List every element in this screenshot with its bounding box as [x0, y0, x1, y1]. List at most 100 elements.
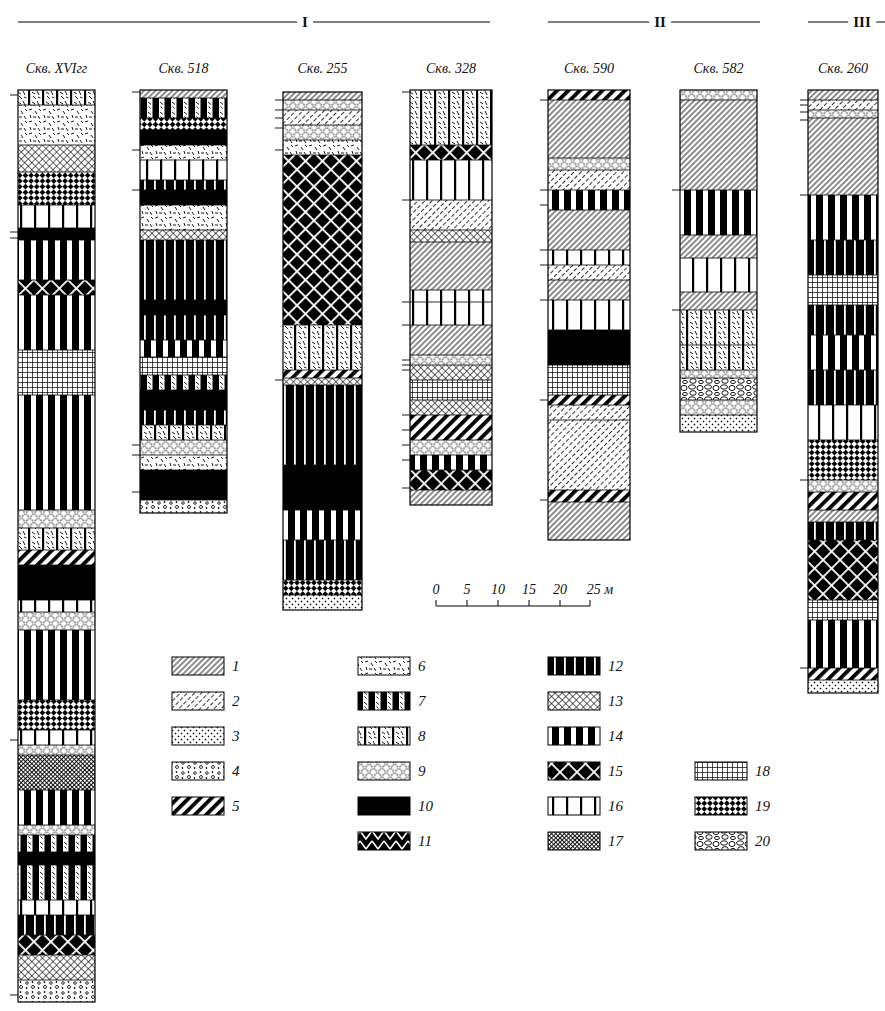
legend-swatch — [172, 692, 224, 710]
legend-number: 11 — [418, 833, 432, 849]
legend-number: 2 — [232, 693, 240, 709]
rock-layer — [18, 900, 95, 915]
rock-layer — [140, 180, 227, 190]
borehole-logs — [10, 90, 878, 1002]
legend-swatch — [695, 832, 747, 850]
column-outline — [18, 90, 95, 1002]
borehole-column: Скв. 582 — [680, 60, 757, 432]
rock-layer — [18, 755, 95, 790]
rock-layer — [808, 600, 878, 620]
rock-layer — [283, 465, 362, 510]
rock-layer — [283, 510, 362, 540]
legend-swatch — [548, 727, 600, 745]
rock-layer — [18, 980, 95, 1002]
rock-layer — [548, 395, 630, 405]
rock-layer — [548, 330, 630, 365]
rock-layer — [18, 280, 95, 295]
legend-swatch — [548, 657, 600, 675]
group-number: I — [297, 14, 313, 30]
group-number: II — [649, 14, 671, 30]
scale-value: 10 — [488, 582, 508, 598]
rock-layer — [140, 440, 227, 455]
rock-layer — [808, 370, 878, 405]
rock-layer — [548, 265, 630, 280]
well-name: Скв. 255 — [283, 60, 362, 78]
rock-layer — [548, 170, 630, 190]
column-outline — [140, 90, 227, 513]
rock-layer — [140, 240, 227, 300]
legend-swatch — [548, 832, 600, 850]
rock-layer — [140, 190, 227, 205]
scale-value: 20 — [550, 582, 570, 598]
rock-layer — [18, 240, 95, 280]
rock-layer — [140, 357, 227, 375]
legend-number: 10 — [418, 798, 433, 814]
rock-layer — [680, 190, 757, 235]
rock-layer — [18, 852, 95, 865]
borehole-column: Скв. 590 — [548, 60, 630, 540]
rock-layer — [410, 365, 492, 380]
legend-number: 16 — [608, 798, 623, 814]
rock-layer — [548, 365, 630, 395]
legend-number: 15 — [608, 763, 623, 779]
rock-layer — [410, 325, 492, 355]
scale-bar — [436, 600, 590, 606]
rock-layer — [283, 580, 362, 595]
rock-layer — [140, 205, 227, 230]
rock-layer — [808, 240, 878, 275]
rock-layer — [283, 385, 362, 465]
rock-layer — [680, 235, 757, 258]
rock-layer — [548, 405, 630, 420]
rock-layer — [18, 295, 95, 350]
column-outline — [680, 90, 757, 432]
rock-layer — [548, 490, 630, 502]
borehole-log — [402, 90, 492, 505]
rock-layer — [808, 90, 878, 100]
rock-layer — [680, 345, 757, 370]
rock-layer — [808, 118, 878, 195]
rock-layer — [410, 470, 492, 490]
rock-layer — [548, 190, 630, 210]
rock-layer — [808, 275, 878, 305]
rock-layer — [18, 105, 95, 145]
scale-value: 15 — [519, 582, 539, 598]
rock-layer — [283, 140, 362, 155]
rock-layer — [808, 522, 878, 540]
legend-number: 12 — [608, 658, 623, 674]
legend-number: 13 — [608, 693, 623, 709]
rock-layer — [18, 612, 95, 630]
legend-swatch — [695, 762, 747, 780]
rock-layer — [410, 160, 492, 200]
rock-layer — [410, 145, 492, 160]
borehole-log — [540, 90, 630, 540]
column-outline — [808, 90, 878, 693]
rock-layer — [18, 790, 95, 825]
rock-layer — [140, 145, 227, 160]
rock-layer — [808, 492, 878, 510]
scale-value: 25 м — [584, 582, 616, 598]
rock-layer — [808, 620, 878, 668]
legend-number: 8 — [418, 728, 426, 744]
legend-swatch — [172, 762, 224, 780]
rock-layer — [283, 100, 362, 110]
legend-swatch — [358, 657, 410, 675]
rock-layer — [140, 230, 227, 240]
rock-layer — [18, 90, 95, 105]
borehole-column: Скв. XVIгг — [18, 60, 95, 1002]
rock-layer — [410, 355, 492, 365]
rock-layer — [680, 400, 757, 415]
legend-swatch — [548, 797, 600, 815]
rock-layer — [283, 110, 362, 125]
legend-swatch — [358, 727, 410, 745]
legend-number: 7 — [418, 693, 426, 709]
rock-layer — [18, 228, 95, 240]
rock-layer — [808, 110, 878, 118]
well-name: Скв. XVIгг — [18, 60, 95, 78]
rock-layer — [283, 378, 362, 385]
rock-layer — [18, 205, 95, 228]
rock-layer — [140, 98, 227, 118]
rock-layer — [18, 630, 95, 700]
rock-layer — [808, 540, 878, 600]
rock-layer — [18, 955, 95, 980]
rock-layer — [140, 455, 227, 470]
